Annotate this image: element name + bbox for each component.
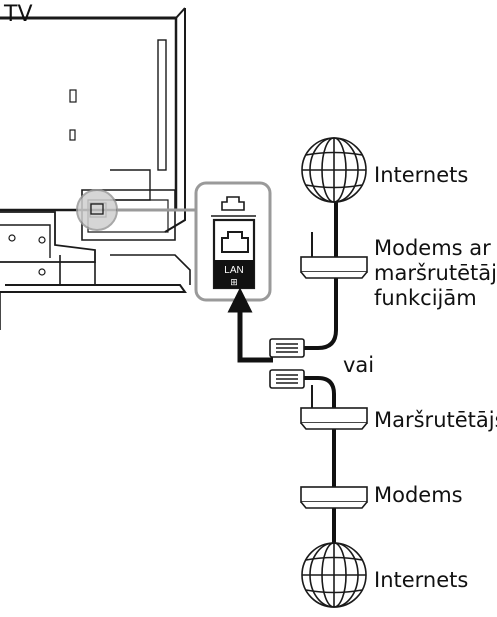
internet-globe-top-icon — [301, 137, 367, 203]
lan-plug-1 — [269, 338, 305, 358]
lan-network-symbol: ⊞ — [230, 278, 238, 288]
tv-rear-illustration — [0, 7, 191, 330]
connection-arrow — [227, 287, 273, 363]
modem-router-label-line2: maršrutētāja — [374, 261, 497, 285]
internet-globe-bottom-icon — [301, 542, 367, 608]
internet-top-label: Internets — [374, 163, 469, 187]
router-label: Maršrutētājs — [374, 408, 497, 432]
modem-router-icon — [300, 232, 368, 279]
lan-port-label: LAN — [224, 265, 243, 276]
or-label: vai — [343, 353, 375, 377]
modem-router-label-line3: funkcijām — [374, 286, 477, 310]
modem-router-label-line1: Modems ar — [374, 236, 491, 260]
modem-label: Modems — [374, 483, 463, 507]
lan-port-highlight — [76, 189, 118, 231]
lan-terminal-zoom-panel: LAN ⊞ — [194, 181, 272, 302]
tv-label: TV — [4, 2, 33, 27]
router-icon — [300, 385, 368, 430]
modem-icon — [300, 486, 368, 509]
lan-plug-2 — [269, 369, 305, 389]
tv-lan-port — [90, 203, 104, 215]
internet-bottom-label: Internets — [374, 568, 469, 592]
network-cables — [300, 200, 338, 565]
